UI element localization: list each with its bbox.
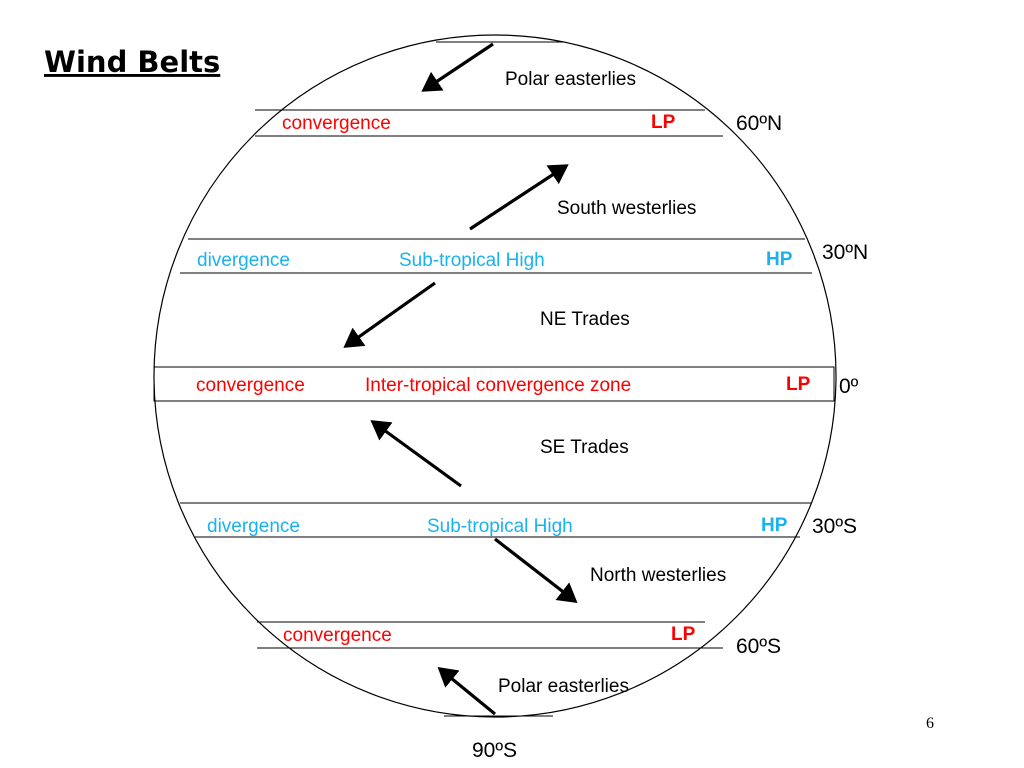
- belt-30n: divergence Sub-tropical High HP 30ºN: [180, 238, 868, 274]
- belt-60n-pressure: LP: [651, 112, 676, 133]
- latitude-south-pole: 90ºS: [472, 739, 517, 762]
- belt-60s-zone: convergence: [283, 625, 392, 646]
- wind-label-north-westerlies: South westerlies: [557, 198, 696, 219]
- wind-label-south-polar: Polar easterlies: [498, 676, 629, 697]
- belt-60n-zone: convergence: [282, 113, 391, 134]
- arrow-north-polar-easterlies: [421, 42, 494, 92]
- belt-equator: convergence Inter-tropical convergence z…: [153, 366, 859, 402]
- arrow-se-trades: [370, 420, 462, 488]
- latitude-30n: 30ºN: [822, 241, 868, 264]
- belt-30s-zone: divergence: [207, 516, 300, 537]
- belt-30s-pressure: HP: [761, 515, 788, 536]
- belt-30s-name: Sub-tropical High: [427, 516, 573, 537]
- arrow-ne-trades: [343, 281, 436, 348]
- belt-equator-name: Inter-tropical convergence zone: [365, 375, 631, 396]
- belt-30n-name: Sub-tropical High: [399, 250, 545, 271]
- belt-equator-zone: convergence: [196, 375, 305, 396]
- belt-30n-pressure: HP: [766, 249, 793, 270]
- page-title: Wind Belts: [44, 45, 220, 79]
- arrow-south-westerlies: [469, 164, 569, 231]
- latitude-30s: 30ºS: [812, 515, 857, 538]
- belt-60s: convergence LP 60ºS: [257, 621, 781, 658]
- latitude-equator: 0º: [839, 375, 859, 398]
- belt-60n: convergence LP 60ºN: [255, 109, 782, 137]
- belt-60s-pressure: LP: [671, 624, 696, 645]
- belt-30n-zone: divergence: [197, 250, 290, 271]
- wind-label-se-trades: SE Trades: [540, 437, 629, 458]
- belt-equator-pressure: LP: [786, 374, 811, 395]
- belt-30s: divergence Sub-tropical High HP 30ºS: [180, 502, 857, 538]
- wind-label-north-polar: Polar easterlies: [505, 69, 636, 90]
- latitude-60n: 60ºN: [736, 112, 782, 135]
- arrow-north-westerlies: [494, 537, 578, 603]
- page-number: 6: [926, 715, 934, 732]
- wind-label-ne-trades: NE Trades: [540, 309, 630, 330]
- latitude-60s: 60ºS: [736, 635, 781, 658]
- arrow-south-polar-easterlies: [437, 666, 497, 716]
- wind-label-south-westerlies: North westerlies: [590, 565, 726, 586]
